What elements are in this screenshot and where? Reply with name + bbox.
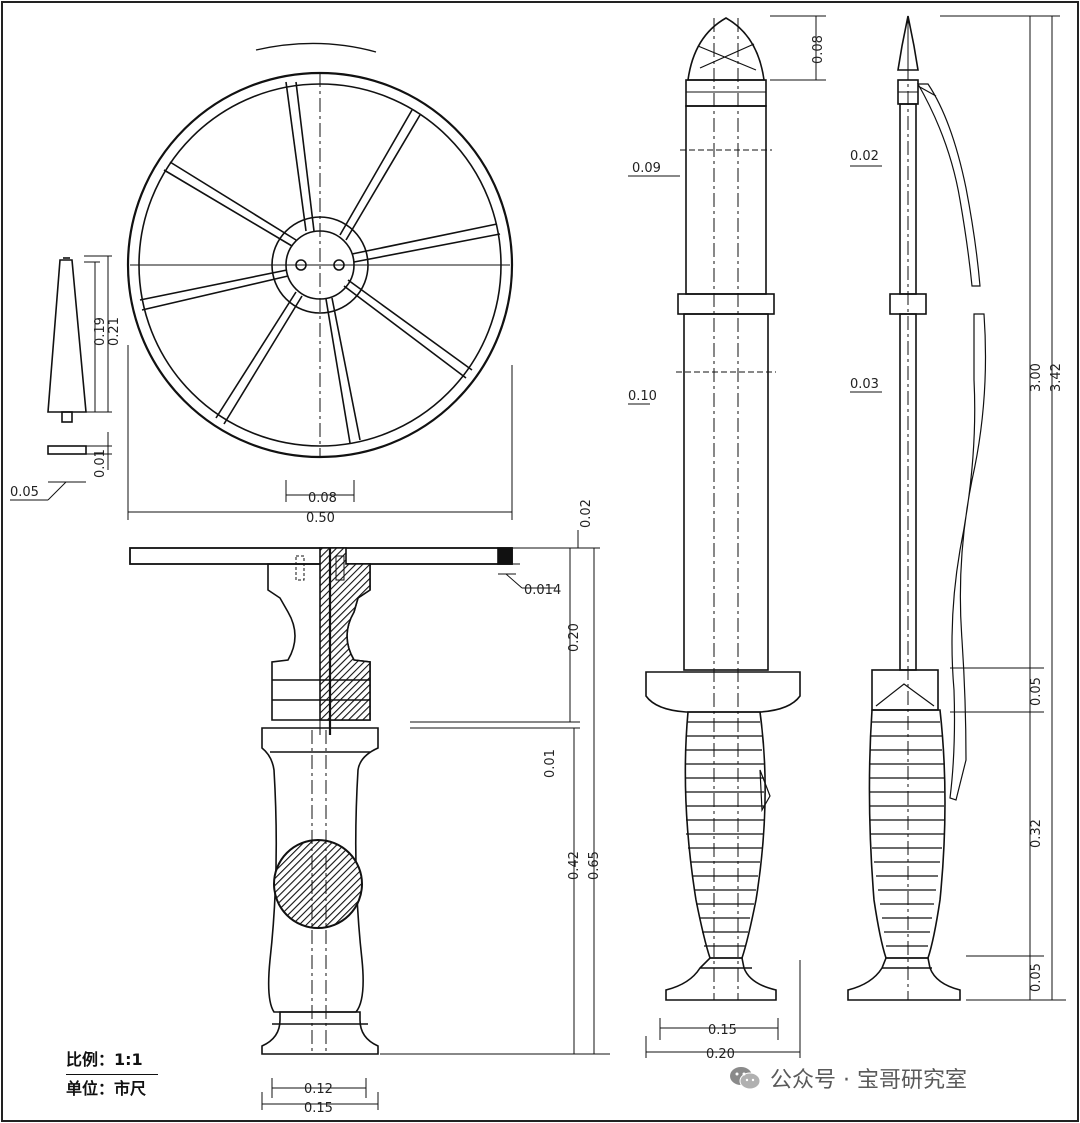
dim-grip-length: 0.32 [1029,819,1044,848]
watermark-text: 公众号 · 宝哥研究室 [770,1068,967,1093]
dim-whorl-height-b: 0.21 [107,317,122,346]
dim-whorl-height-a: 0.19 [93,317,108,346]
dim-total-a: 3.00 [1029,363,1044,392]
dim-side-width-upper: 0.02 [850,149,879,164]
stand-side-view [129,530,610,1110]
dim-rim-thick: 0.014 [524,583,561,598]
unit-label: 单位：市尺 [66,1079,147,1098]
dim-upper-body: 0.20 [567,623,582,652]
dim-handle-b: 0.65 [587,851,602,880]
dim-blade-width-lower: 0.10 [628,389,657,404]
dim-blade-width-upper: 0.09 [632,161,661,176]
dim-grip-base-outer: 0.20 [706,1047,735,1062]
dim-whorl-base: 0.05 [10,485,39,500]
dim-side-width-lower: 0.03 [850,377,879,392]
dim-whorl-thick: 0.01 [93,449,108,478]
dim-guard-height: 0.05 [1029,677,1044,706]
spindle-front-view [628,15,826,1058]
watermark: 公众号 · 宝哥研究室 [728,1062,967,1094]
dimension-labels: 0.08 0.50 0.19 0.21 0.01 0.05 0.02 0.014… [10,35,1064,1116]
dim-wheel-hub: 0.08 [308,491,337,506]
wechat-icon [730,1067,761,1090]
dim-top-offset: 0.02 [579,499,594,528]
dim-blade-tip: 0.08 [811,35,826,64]
dim-pommel-height: 0.05 [1029,963,1044,992]
scale-label: 比例：1:1 [66,1050,143,1069]
wheel-top-view [126,42,514,520]
dim-grip-base-inner: 0.15 [708,1023,737,1038]
dim-wheel-outer: 0.50 [306,511,335,526]
dim-handle-a: 0.42 [567,851,582,880]
scale-legend: 比例：1:1 单位：市尺 [66,1046,158,1103]
dim-base-outer: 0.15 [304,1101,333,1116]
dim-base-inner: 0.12 [304,1082,333,1097]
dim-total-b: 3.42 [1049,363,1064,392]
spindle-side-view [847,15,1066,1001]
whorl-part [10,255,112,501]
legend-divider [66,1074,158,1075]
dim-gap: 0.01 [543,749,558,778]
